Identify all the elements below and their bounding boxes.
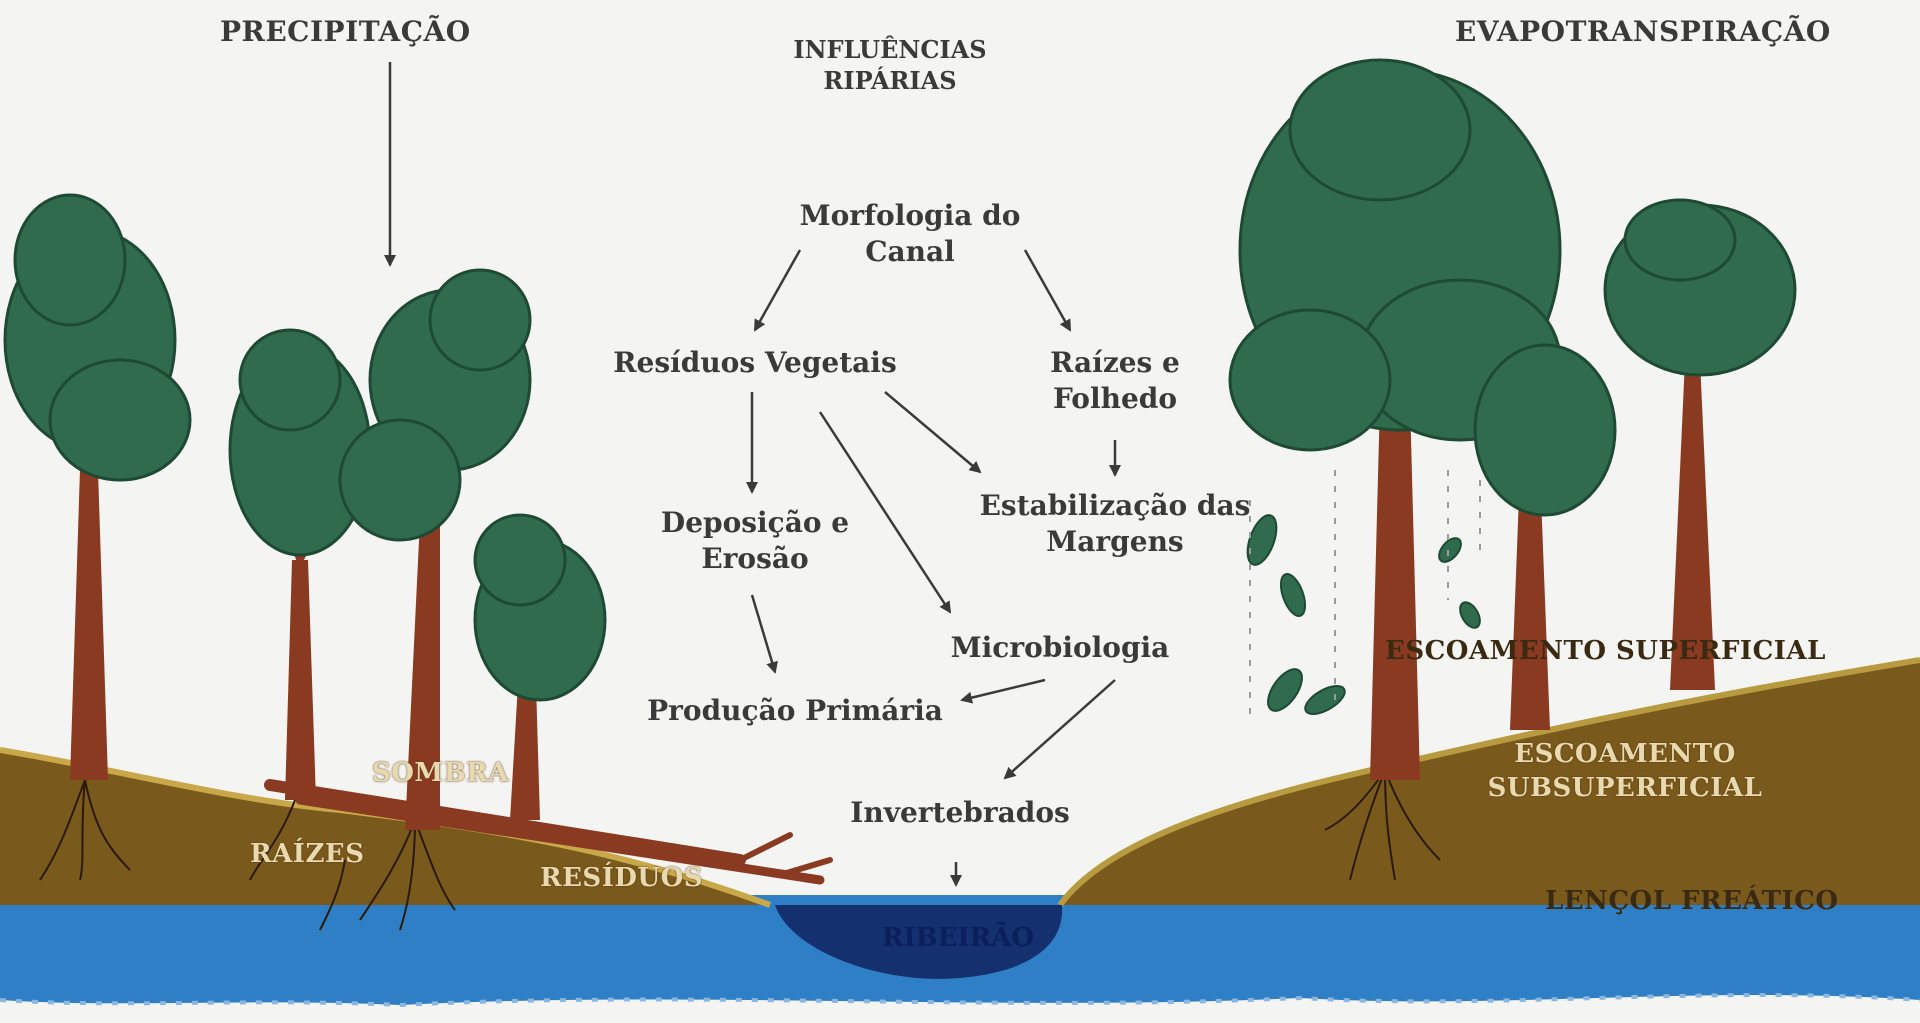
node-estabilizacao-line1: Estabilização das bbox=[979, 489, 1251, 522]
tree-foliage bbox=[3, 58, 1797, 702]
right-bank-soil bbox=[1060, 660, 1920, 905]
node-estabilizacao-margens: Estabilização das Margens bbox=[960, 488, 1270, 561]
node-deposicao-erosao: Deposição e Erosão bbox=[630, 505, 880, 578]
flow-arrows bbox=[384, 62, 1121, 887]
debris-label: RESÍDUOS bbox=[540, 863, 704, 893]
surface-runoff-label: ESCOAMENTO SUPERFICIAL bbox=[1385, 636, 1826, 666]
subsurface-runoff-line1: ESCOAMENTO bbox=[1514, 739, 1736, 769]
evapotranspiration-label: EVAPOTRANSPIRAÇÃO bbox=[1455, 15, 1831, 48]
throughfall-streaks bbox=[1249, 470, 1481, 720]
riparian-influences-title: INFLUÊNCIAS RIPÁRIAS bbox=[770, 34, 1010, 96]
arrow-residuos-estabilizacao bbox=[884, 391, 982, 474]
riparian-influences-line2: RIPÁRIAS bbox=[823, 66, 957, 96]
arrow-morfologia-raizes bbox=[1023, 249, 1072, 332]
node-producao-primaria: Produção Primária bbox=[647, 694, 943, 727]
subsurface-runoff-line2: SUBSUPERFICIAL bbox=[1487, 772, 1763, 803]
node-raizes-folhedo-line2: Folhedo bbox=[1052, 382, 1178, 416]
node-deposicao-line2: Erosão bbox=[701, 542, 809, 576]
node-residuos-vegetais: Resíduos Vegetais bbox=[613, 346, 897, 379]
node-invertebrados: Invertebrados bbox=[850, 796, 1070, 829]
node-microbiologia: Microbiologia bbox=[950, 631, 1170, 664]
node-raizes-folhedo-line1: Raízes e bbox=[1050, 346, 1180, 379]
node-morfologia-line1: Morfologia do bbox=[799, 199, 1021, 232]
arrow-microbiologia-invertebrados bbox=[1003, 679, 1116, 780]
water-table-label: LENÇOL FREÁTICO bbox=[1545, 886, 1839, 916]
fallen-logs bbox=[264, 779, 833, 885]
riparian-influences-line1: INFLUÊNCIAS bbox=[793, 35, 987, 64]
stream-label: RIBEIRÃO bbox=[881, 923, 1035, 953]
subsurface-runoff-label: ESCOAMENTO SUBSUPERFICIAL bbox=[1450, 738, 1800, 806]
node-morfologia-line2: Canal bbox=[865, 235, 955, 269]
node-estabilizacao-line2: Margens bbox=[1046, 525, 1184, 559]
tree-trunks bbox=[70, 360, 1715, 830]
falling-leaves bbox=[1246, 514, 1481, 715]
roots-label: RAÍZES bbox=[250, 839, 365, 869]
node-morfologia: Morfologia do Canal bbox=[770, 198, 1050, 271]
precipitation-label: PRECIPITAÇÃO bbox=[220, 15, 471, 48]
left-roots bbox=[39, 779, 456, 931]
arrow-microbiologia-producao bbox=[960, 678, 1046, 704]
node-deposicao-line1: Deposição e bbox=[660, 506, 850, 539]
shade-label: SOMBRA bbox=[372, 758, 509, 788]
arrow-residuos-microbiologia bbox=[818, 411, 952, 614]
arrow-morfologia-residuos bbox=[753, 249, 802, 332]
node-raizes-folhedo: Raízes e Folhedo bbox=[1020, 345, 1210, 418]
stream-channel bbox=[775, 905, 1063, 979]
arrow-deposicao-producao bbox=[750, 594, 778, 674]
